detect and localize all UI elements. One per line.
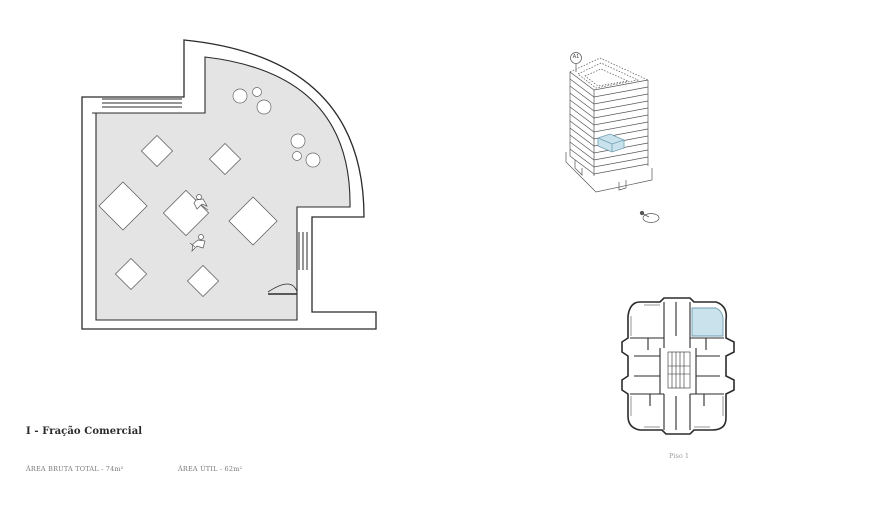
display-table (208, 142, 242, 176)
floor-area (92, 56, 351, 321)
key-plan-walls (630, 302, 724, 430)
window-right (298, 232, 308, 270)
stool (305, 152, 321, 168)
building-tag-label: A1 (572, 54, 580, 60)
floor-label: Piso 1 (669, 452, 689, 460)
person-figure-1 (193, 194, 209, 211)
display-table (186, 264, 220, 298)
key-plan-highlighted-unit (691, 307, 724, 337)
stool (256, 99, 272, 115)
building-roof (569, 57, 649, 81)
display-table (98, 181, 148, 231)
stool (290, 133, 306, 149)
display-table (228, 196, 278, 246)
building-axonometric (565, 57, 653, 193)
stool (292, 151, 302, 161)
area-util-label: ÁREA ÚTIL - 62m² (178, 465, 243, 473)
key-floor-plan (621, 297, 735, 435)
north-arrow-icon (639, 210, 660, 223)
round-stools (232, 87, 321, 168)
window-top (102, 98, 182, 108)
unit-title: I - Fração Comercial (26, 426, 143, 437)
person-figure-2 (189, 234, 206, 252)
area-bruta-label: ÁREA BRUTA TOTAL - 74m² (26, 465, 124, 473)
floor-plan (81, 39, 377, 330)
stool (252, 87, 262, 97)
display-table (114, 257, 148, 291)
entrance-door (267, 283, 298, 295)
building-tag (570, 52, 582, 64)
key-plan-windows (630, 304, 724, 428)
key-plan-stair-core (667, 351, 691, 389)
highlighted-unit (597, 133, 625, 153)
display-table (140, 134, 174, 168)
stool (232, 88, 248, 104)
